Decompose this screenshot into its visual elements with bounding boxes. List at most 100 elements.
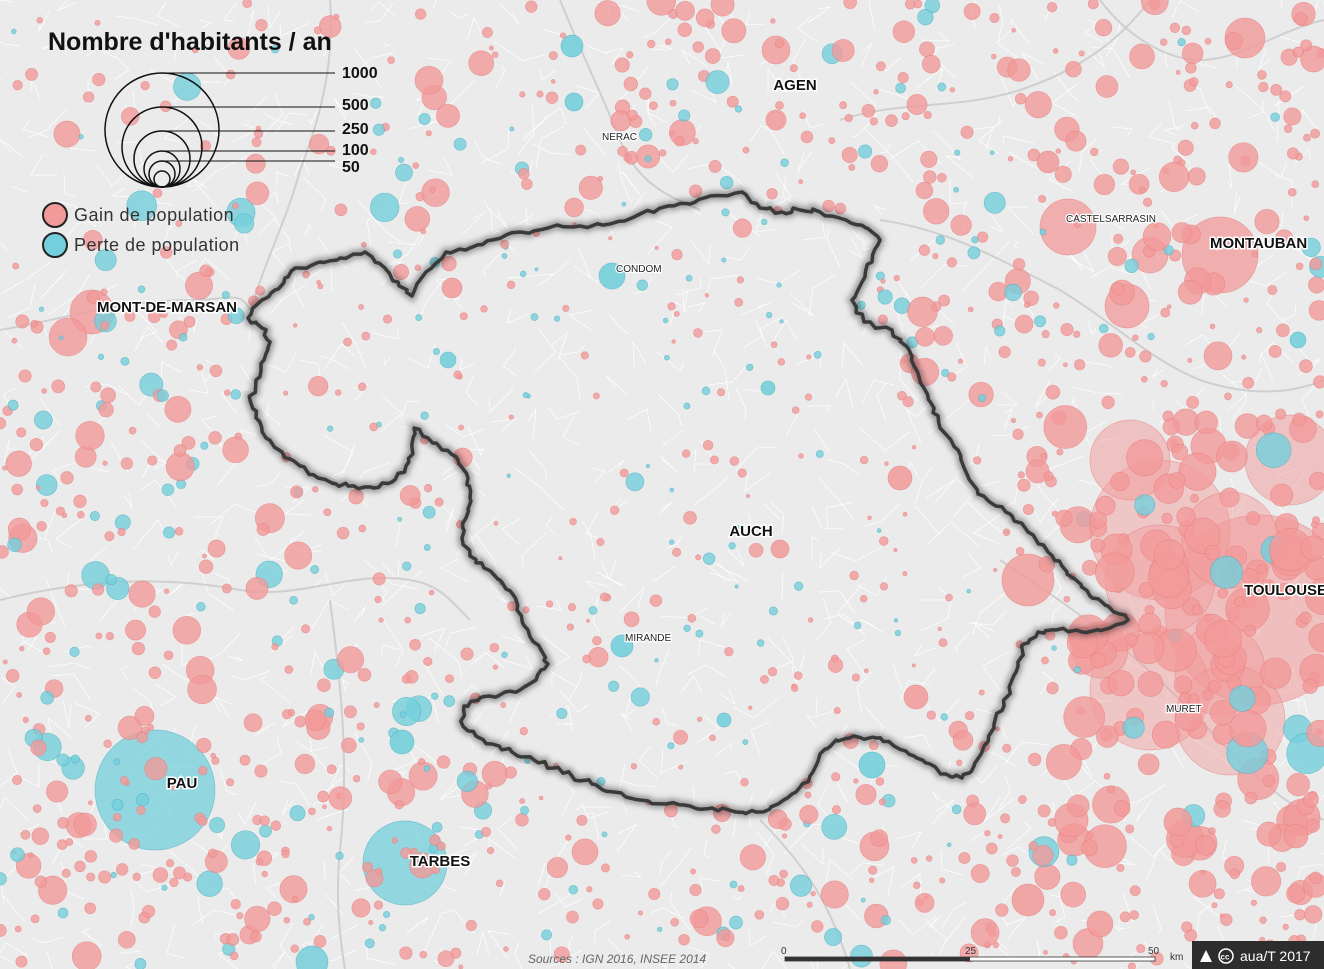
gain-circle — [417, 757, 426, 766]
gain-circle — [465, 919, 477, 931]
gain-circle — [998, 345, 1011, 359]
gain-circle — [1011, 883, 1045, 917]
gain-circle — [1303, 133, 1311, 142]
gain-circle — [55, 506, 65, 516]
gain-circle — [1062, 362, 1068, 368]
gain-circle — [963, 3, 981, 20]
gain-circle — [1208, 827, 1216, 835]
gain-circle — [105, 632, 115, 641]
gain-circle — [681, 449, 691, 458]
gain-circle — [147, 455, 158, 466]
gain-circle — [351, 898, 371, 918]
gain-circle — [12, 774, 23, 785]
gain-circle — [765, 109, 787, 131]
credit-box: cc aua/T 2017 — [1192, 941, 1324, 969]
gain-circle — [678, 764, 684, 770]
loss-circle — [414, 603, 426, 615]
gain-circle — [1094, 19, 1113, 37]
gain-circle — [798, 179, 804, 185]
gain-circle — [692, 41, 704, 53]
gain-circle — [521, 178, 533, 190]
gain-circle — [1204, 37, 1212, 45]
gain-circle — [267, 901, 282, 916]
loss-circle — [701, 386, 711, 396]
gain-circle — [1037, 804, 1051, 818]
gain-circle — [210, 752, 216, 759]
gain-circle — [770, 18, 776, 24]
gain-circle — [378, 769, 403, 795]
gain-circle — [1086, 910, 1114, 938]
gain-circle — [458, 964, 464, 969]
loss-circle — [161, 884, 168, 891]
loss-circle — [110, 871, 117, 879]
gain-circle — [304, 709, 326, 731]
gain-circle — [910, 857, 918, 864]
gain-circle — [1045, 744, 1082, 780]
gain-circle — [726, 95, 739, 108]
gain-circle — [1209, 117, 1221, 130]
gain-circle — [164, 395, 192, 423]
gain-circle — [117, 930, 136, 949]
loss-circle — [1039, 228, 1047, 236]
loss-circle — [664, 354, 670, 361]
gain-circle — [639, 87, 652, 100]
gain-circle — [382, 314, 393, 324]
gain-circle — [1267, 285, 1278, 295]
gain-circle — [659, 149, 667, 157]
gain-circle — [1018, 795, 1027, 804]
loss-circle — [289, 595, 298, 605]
gain-circle — [671, 248, 683, 261]
gain-circle — [1038, 194, 1047, 203]
gain-circle — [695, 8, 715, 28]
gain-circle — [1179, 692, 1191, 704]
gain-circle — [709, 734, 716, 742]
loss-circle — [683, 402, 691, 410]
loss-circle — [289, 805, 306, 822]
loss-circle — [183, 785, 189, 790]
gain-circle — [1244, 791, 1258, 805]
gain-circle — [1219, 487, 1240, 508]
gain-circle — [740, 777, 749, 787]
gain-circle — [683, 510, 697, 525]
gain-circle — [343, 337, 352, 347]
loss-circle — [310, 565, 320, 574]
gain-circle — [939, 877, 946, 884]
gain-circle — [538, 795, 544, 801]
gain-circle — [717, 388, 726, 397]
loss-circle — [853, 621, 862, 630]
gain-circle — [489, 642, 500, 653]
city-label-pau: PAU — [167, 775, 198, 792]
gain-circle — [614, 57, 630, 73]
gain-circle — [571, 838, 599, 866]
loss-circle — [636, 279, 648, 291]
loss-circle — [734, 105, 743, 113]
gain-circle — [1125, 824, 1135, 834]
gain-circle — [736, 276, 745, 284]
gain-circle — [109, 828, 124, 843]
gain-circle — [914, 893, 935, 913]
loss-circle — [971, 236, 979, 244]
gain-circle — [767, 809, 788, 829]
loss-circle — [768, 606, 778, 616]
loss-circle — [270, 45, 280, 54]
loss-circle — [11, 28, 17, 35]
gain-circle — [42, 647, 51, 655]
gain-circle — [918, 244, 931, 256]
gain-circle — [1181, 25, 1192, 36]
gain-circle — [878, 798, 886, 806]
gain-circle — [0, 924, 7, 937]
gain-circle — [902, 511, 908, 517]
gain-circle — [693, 328, 703, 338]
gain-circle — [1028, 841, 1038, 851]
gain-circle — [548, 51, 558, 61]
gain-circle — [1276, 323, 1290, 338]
loss-circle — [1134, 494, 1156, 516]
gain-circle — [29, 437, 44, 452]
gain-circle — [253, 129, 264, 139]
gain-circle — [140, 80, 150, 91]
gain-circle — [880, 278, 886, 284]
loss-circle — [821, 814, 848, 840]
gain-circle — [358, 303, 365, 310]
gain-circle — [294, 715, 307, 728]
pau-circle — [94, 729, 216, 851]
